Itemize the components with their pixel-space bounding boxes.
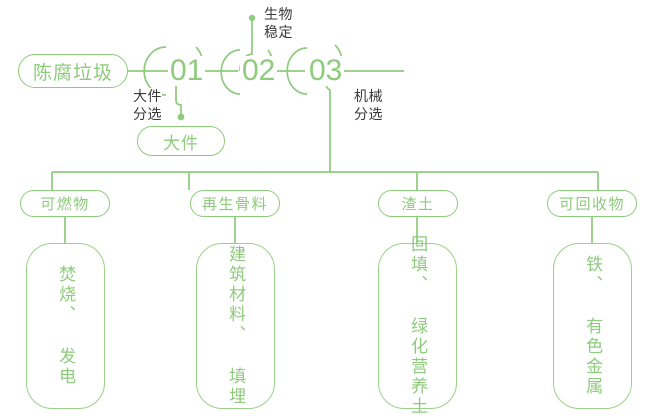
stage-label-03-line1: 机械 (354, 88, 383, 104)
result-text-recyclable: 铁、 有色金属 (583, 255, 603, 397)
dot-dajian-endpoint (177, 113, 185, 121)
result-box-recyclable[interactable]: 铁、 有色金属 (553, 243, 632, 409)
dot-biostable-endpoint (248, 14, 256, 22)
result-box-aggregate[interactable]: 建筑材料、 填埋 (196, 243, 275, 409)
category-pill-combustible[interactable]: 可燃物 (20, 190, 110, 217)
line-01-branch-stub (172, 84, 184, 110)
output-pill-bulky-label: 大件 (163, 133, 199, 153)
result-box-slag[interactable]: 回填、 绿化营养土 (378, 235, 457, 417)
stage-label-03-mechanical: 机械 分选 (354, 88, 383, 124)
category-pill-recyclable[interactable]: 可回收物 (547, 190, 637, 217)
stage-number-02[interactable]: 02 (240, 54, 278, 87)
category-pill-slag[interactable]: 渣土 (378, 190, 458, 217)
stage-label-02-line2: 稳定 (264, 23, 293, 40)
result-text-slag: 回填、 绿化营养土 (408, 235, 428, 417)
stage-label-01-line2: 分选 (133, 105, 162, 122)
result-text-aggregate: 建筑材料、 填埋 (226, 245, 246, 407)
arc-03-left (286, 47, 308, 95)
stage-label-02-line1: 生物 (264, 6, 293, 22)
stage-label-03-line2: 分选 (354, 105, 383, 122)
line-03-to-bus (324, 77, 331, 172)
stage-label-01-sorting: 大件 分选 (133, 88, 162, 124)
category-pill-aggregate[interactable]: 再生骨料 (190, 190, 280, 217)
stage-number-01[interactable]: 01 (168, 54, 206, 87)
stage-label-01-line1: 大件 (133, 88, 162, 104)
line-01-to-dajian (175, 75, 182, 117)
category-pill-slag-label: 渣土 (401, 196, 435, 213)
result-text-combustible: 焚烧、 发电 (56, 265, 76, 387)
category-pill-combustible-label: 可燃物 (40, 196, 90, 213)
input-node-pill[interactable]: 陈腐垃圾 (18, 54, 128, 88)
category-pill-recyclable-label: 可回收物 (558, 196, 625, 213)
stage-label-02-biostable: 生物 稳定 (264, 6, 293, 42)
stage-number-03[interactable]: 03 (307, 54, 345, 87)
output-pill-bulky[interactable]: 大件 (137, 126, 225, 156)
input-node-label: 陈腐垃圾 (32, 62, 113, 84)
result-box-combustible[interactable]: 焚烧、 发电 (26, 243, 105, 409)
category-pill-aggregate-label: 再生骨料 (201, 196, 268, 213)
arc-02-left (220, 49, 241, 95)
